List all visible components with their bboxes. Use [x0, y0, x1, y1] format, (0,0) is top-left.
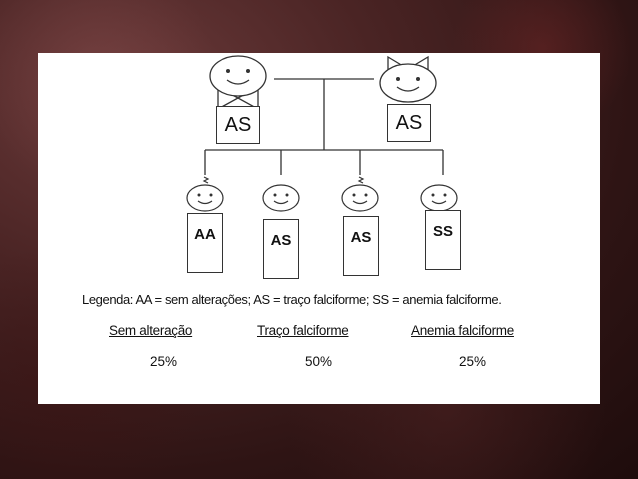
category-percent: 25%: [459, 354, 487, 369]
child-genotype-box: SS: [425, 210, 461, 270]
category-title-traco-falciforme: Traço falciforme: [257, 323, 349, 338]
hair-curl-icon: [202, 176, 210, 184]
face-icon: [341, 184, 379, 212]
pedigree-drawing: [186, 55, 458, 212]
category-title-sem-alteracao: Sem alteração: [109, 323, 193, 338]
face-icon: [379, 63, 437, 103]
face-icon: [186, 184, 224, 212]
father-genotype-box: AS: [216, 106, 260, 144]
face-icon: [262, 184, 300, 212]
face-icon: [209, 55, 267, 97]
legend-text: Legenda: AA = sem alterações; AS = traço…: [82, 292, 502, 307]
face-icon: [420, 184, 458, 212]
category-percent: 50%: [305, 354, 333, 369]
mother-figure: [379, 55, 437, 103]
hair-curl-icon: [357, 176, 365, 184]
child-genotype-box: AA: [187, 213, 223, 273]
mother-genotype-box: AS: [387, 104, 431, 142]
category-title-anemia-falciforme: Anemia falciforme: [411, 323, 514, 338]
child-genotype-box: AS: [263, 219, 299, 279]
pedigree-panel: AS AS AA AS AS SS Legenda: AA = sem alte…: [38, 53, 600, 404]
child-figure: [262, 184, 300, 212]
category-percent: 25%: [150, 354, 178, 369]
child-figure: [186, 176, 224, 212]
child-genotype-box: AS: [343, 216, 379, 276]
child-figure: [420, 184, 458, 212]
father-figure: [209, 55, 267, 110]
child-figure: [341, 176, 379, 212]
